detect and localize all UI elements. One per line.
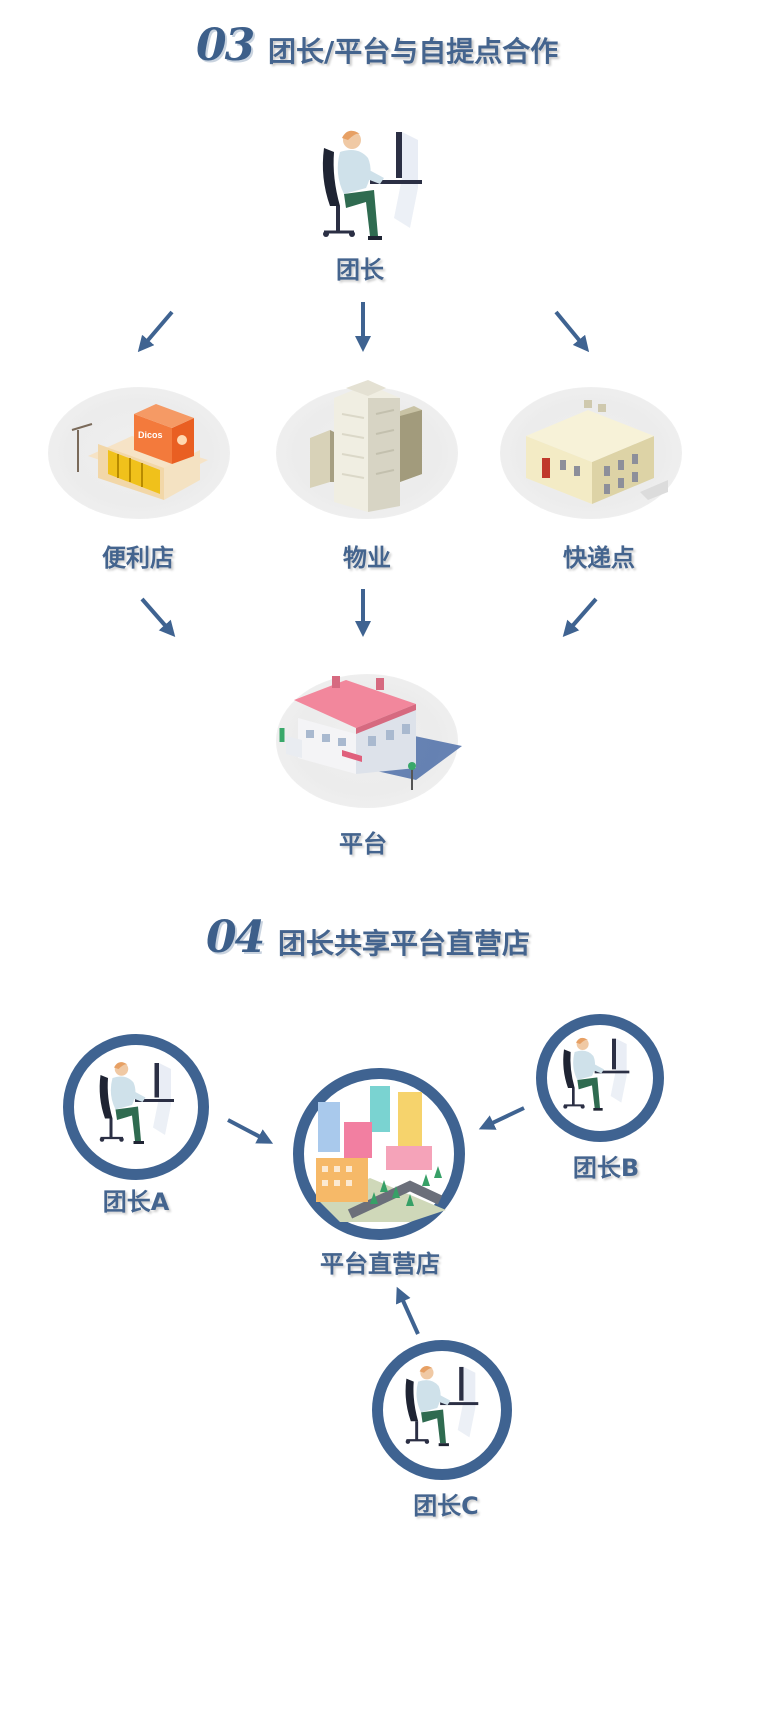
express-point-illustration (520, 396, 670, 510)
arrow-leader-a-to-store (228, 1120, 266, 1140)
arrow-to-express-point (556, 312, 584, 346)
property-label: 物业 (325, 538, 409, 573)
platform-label: 平台 (333, 824, 393, 859)
arrows-to-platform-store (0, 1080, 784, 1350)
section3-number: 03 (196, 20, 253, 71)
property-illustration (306, 378, 430, 512)
arrow-leader-c-to-store (400, 1294, 418, 1334)
express-point-label: 快递点 (557, 538, 641, 573)
team-leader-label: 团长 (330, 250, 390, 285)
team-leader-illustration (318, 128, 438, 240)
leader-c-label: 团长C (396, 1486, 496, 1521)
arrows-to-stores (0, 290, 784, 370)
convenience-store-label: 便利店 (96, 538, 180, 573)
arrows-to-platform (0, 585, 784, 655)
section4-title: 团长共享平台直营店 (278, 922, 530, 962)
section4-number: 04 (206, 912, 263, 963)
leader-c-illustration (402, 1364, 490, 1452)
convenience-store-illustration: Dicos (68, 400, 218, 510)
arrow-to-convenience-store (143, 312, 172, 346)
dicos-sign: Dicos (138, 430, 163, 440)
section3-title: 团长/平台与自提点合作 (268, 30, 558, 70)
arrow-express-to-platform (568, 599, 596, 631)
platform-illustration (276, 670, 466, 800)
arrow-leader-b-to-store (486, 1108, 524, 1126)
arrow-convenience-to-platform (142, 599, 170, 631)
